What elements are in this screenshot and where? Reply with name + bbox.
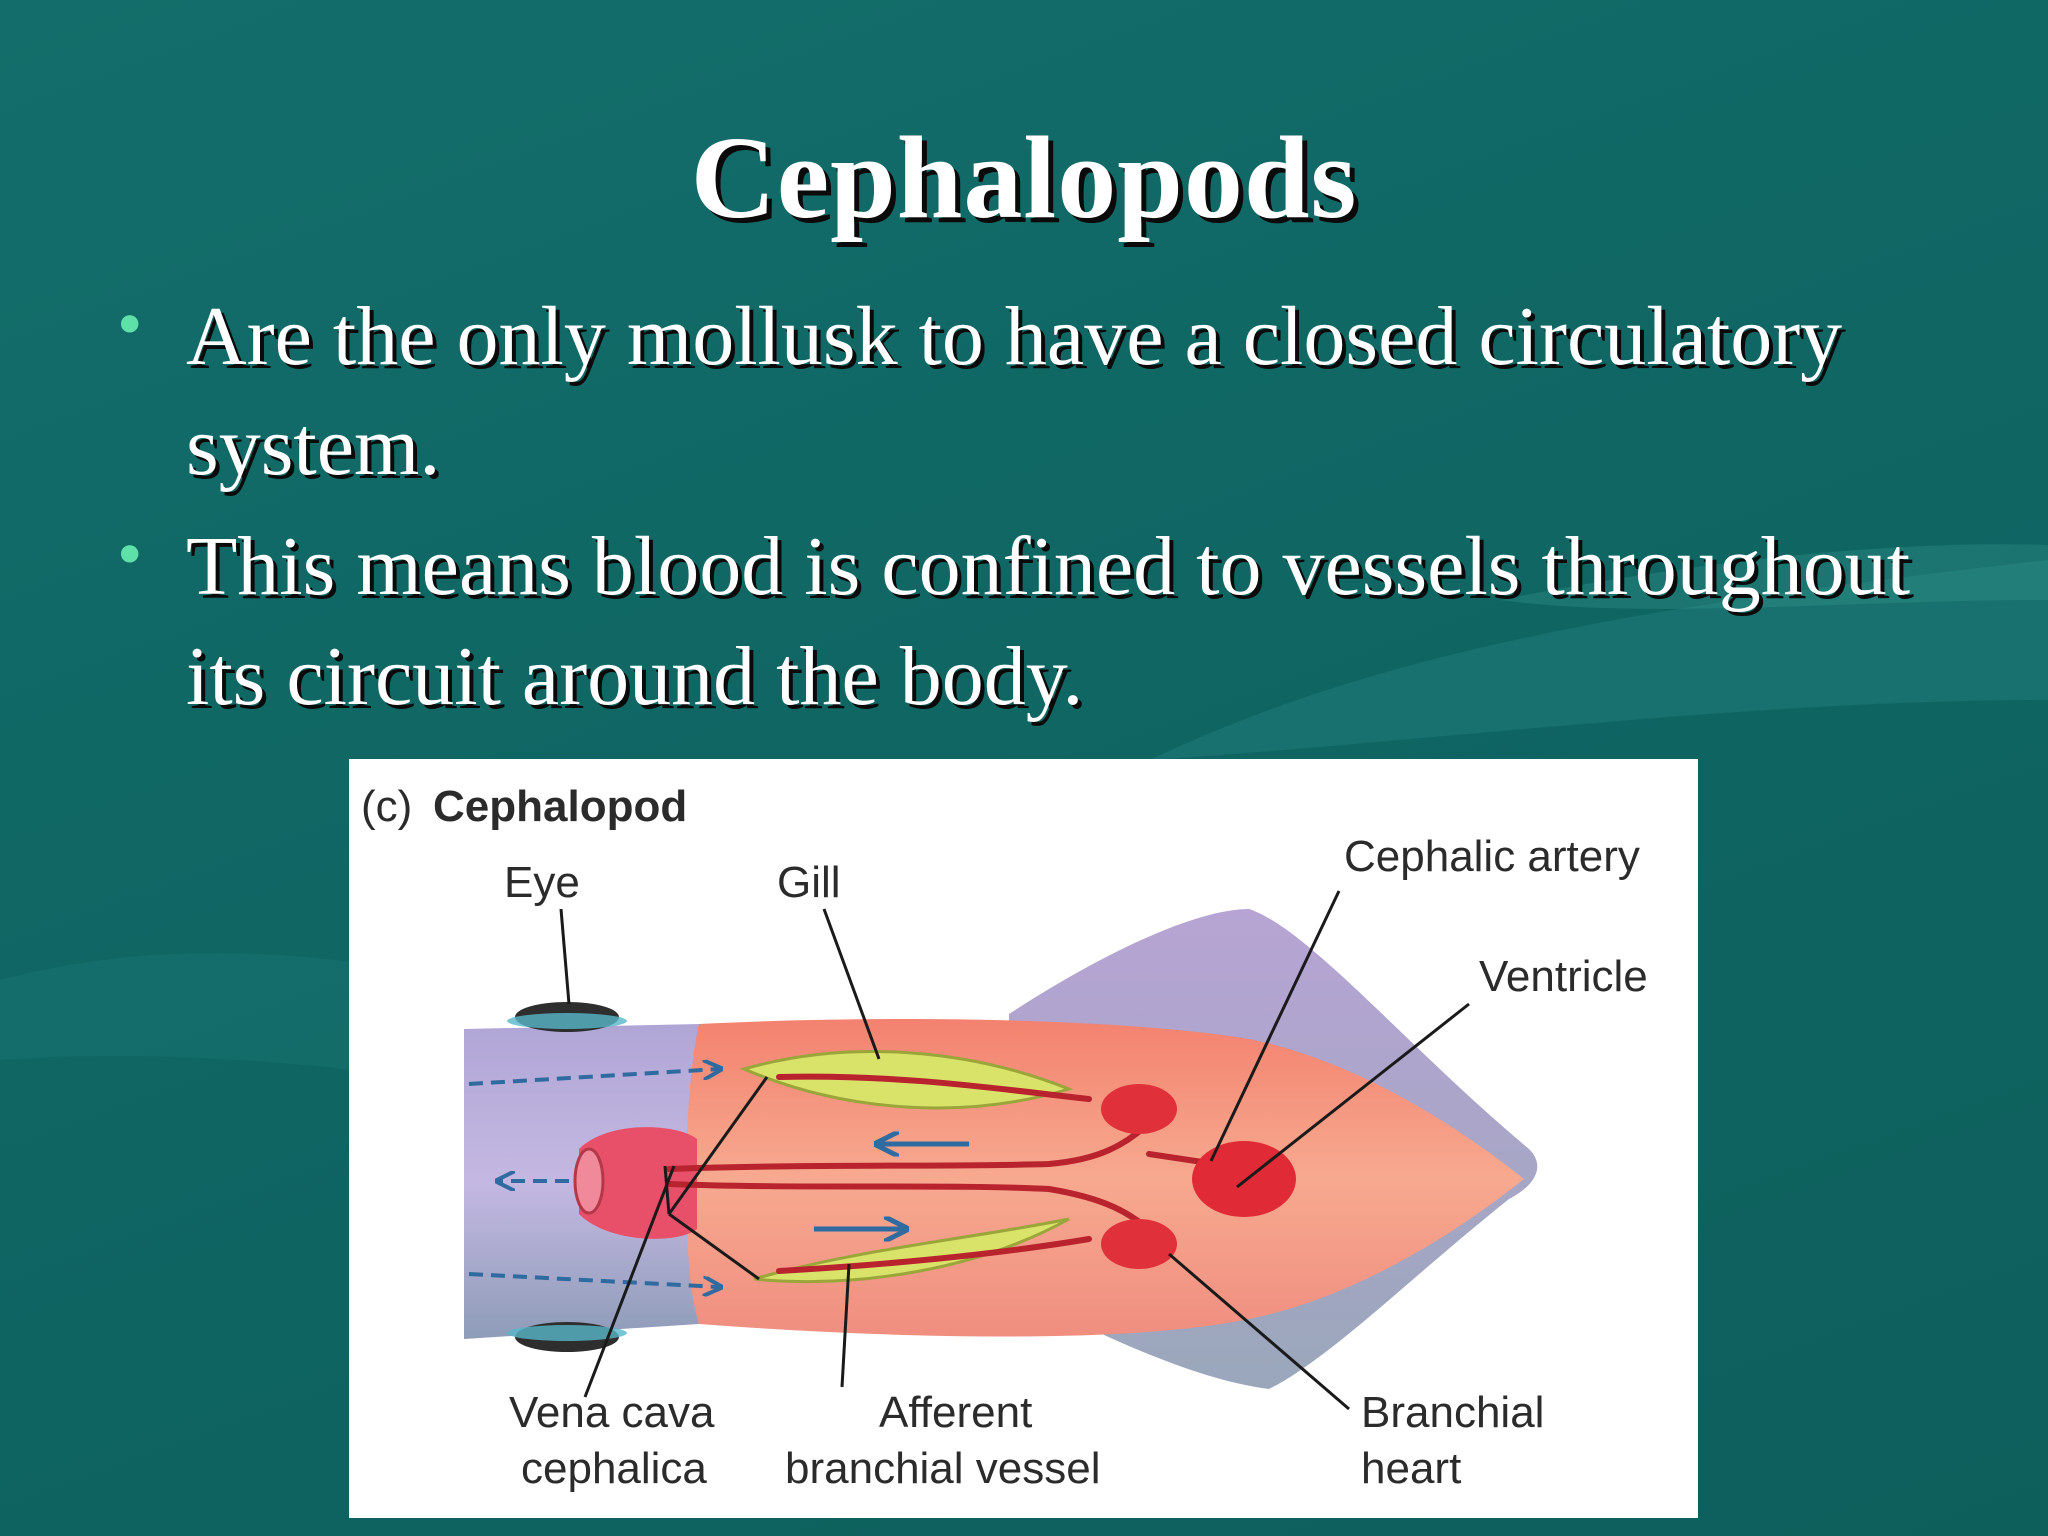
branchial-heart-bottom-shape [1101, 1219, 1177, 1269]
bullet-dot-icon: • [112, 291, 148, 361]
panel-prefix: (c) [361, 782, 412, 831]
slide-title: Cephalopods [690, 112, 1358, 243]
label-branchial-line2: heart [1361, 1444, 1461, 1493]
bullet-text: This means blood is confined to vessels … [186, 520, 1911, 723]
cephalopod-diagram: (c) Cephalopod Eye Gill Cephalic artery … [349, 759, 1698, 1518]
leader-lines [559, 890, 1470, 1411]
bullet-item: • This means blood is confined to vessel… [100, 512, 2000, 732]
label-vena-cava-line2: cephalica [521, 1444, 707, 1493]
label-eye: Eye [504, 858, 580, 907]
blood-flow-arrows [814, 1144, 969, 1229]
label-afferent-line2: branchial vessel [785, 1444, 1101, 1493]
cephalopod-illustration: (c) Cephalopod Eye Gill Cephalic artery … [361, 782, 1648, 1493]
label-gill: Gill [777, 858, 841, 907]
bullet-item: • Are the only mollusk to have a closed … [100, 282, 2000, 502]
bullet-dot-icon: • [112, 521, 148, 591]
water-flow-arrows [468, 1069, 719, 1287]
bullet-list: • Are the only mollusk to have a closed … [100, 282, 2000, 742]
label-afferent-line1: Afferent [879, 1388, 1032, 1437]
label-ventricle: Ventricle [1479, 952, 1648, 1001]
branchial-heart-top-shape [1101, 1084, 1177, 1134]
panel-title: Cephalopod [433, 782, 687, 831]
label-cephalic-artery: Cephalic artery [1344, 832, 1640, 881]
bullet-text: Are the only mollusk to have a closed ci… [186, 290, 1843, 493]
label-vena-cava-line1: Vena cava [509, 1388, 715, 1437]
label-branchial-line1: Branchial [1361, 1388, 1544, 1437]
